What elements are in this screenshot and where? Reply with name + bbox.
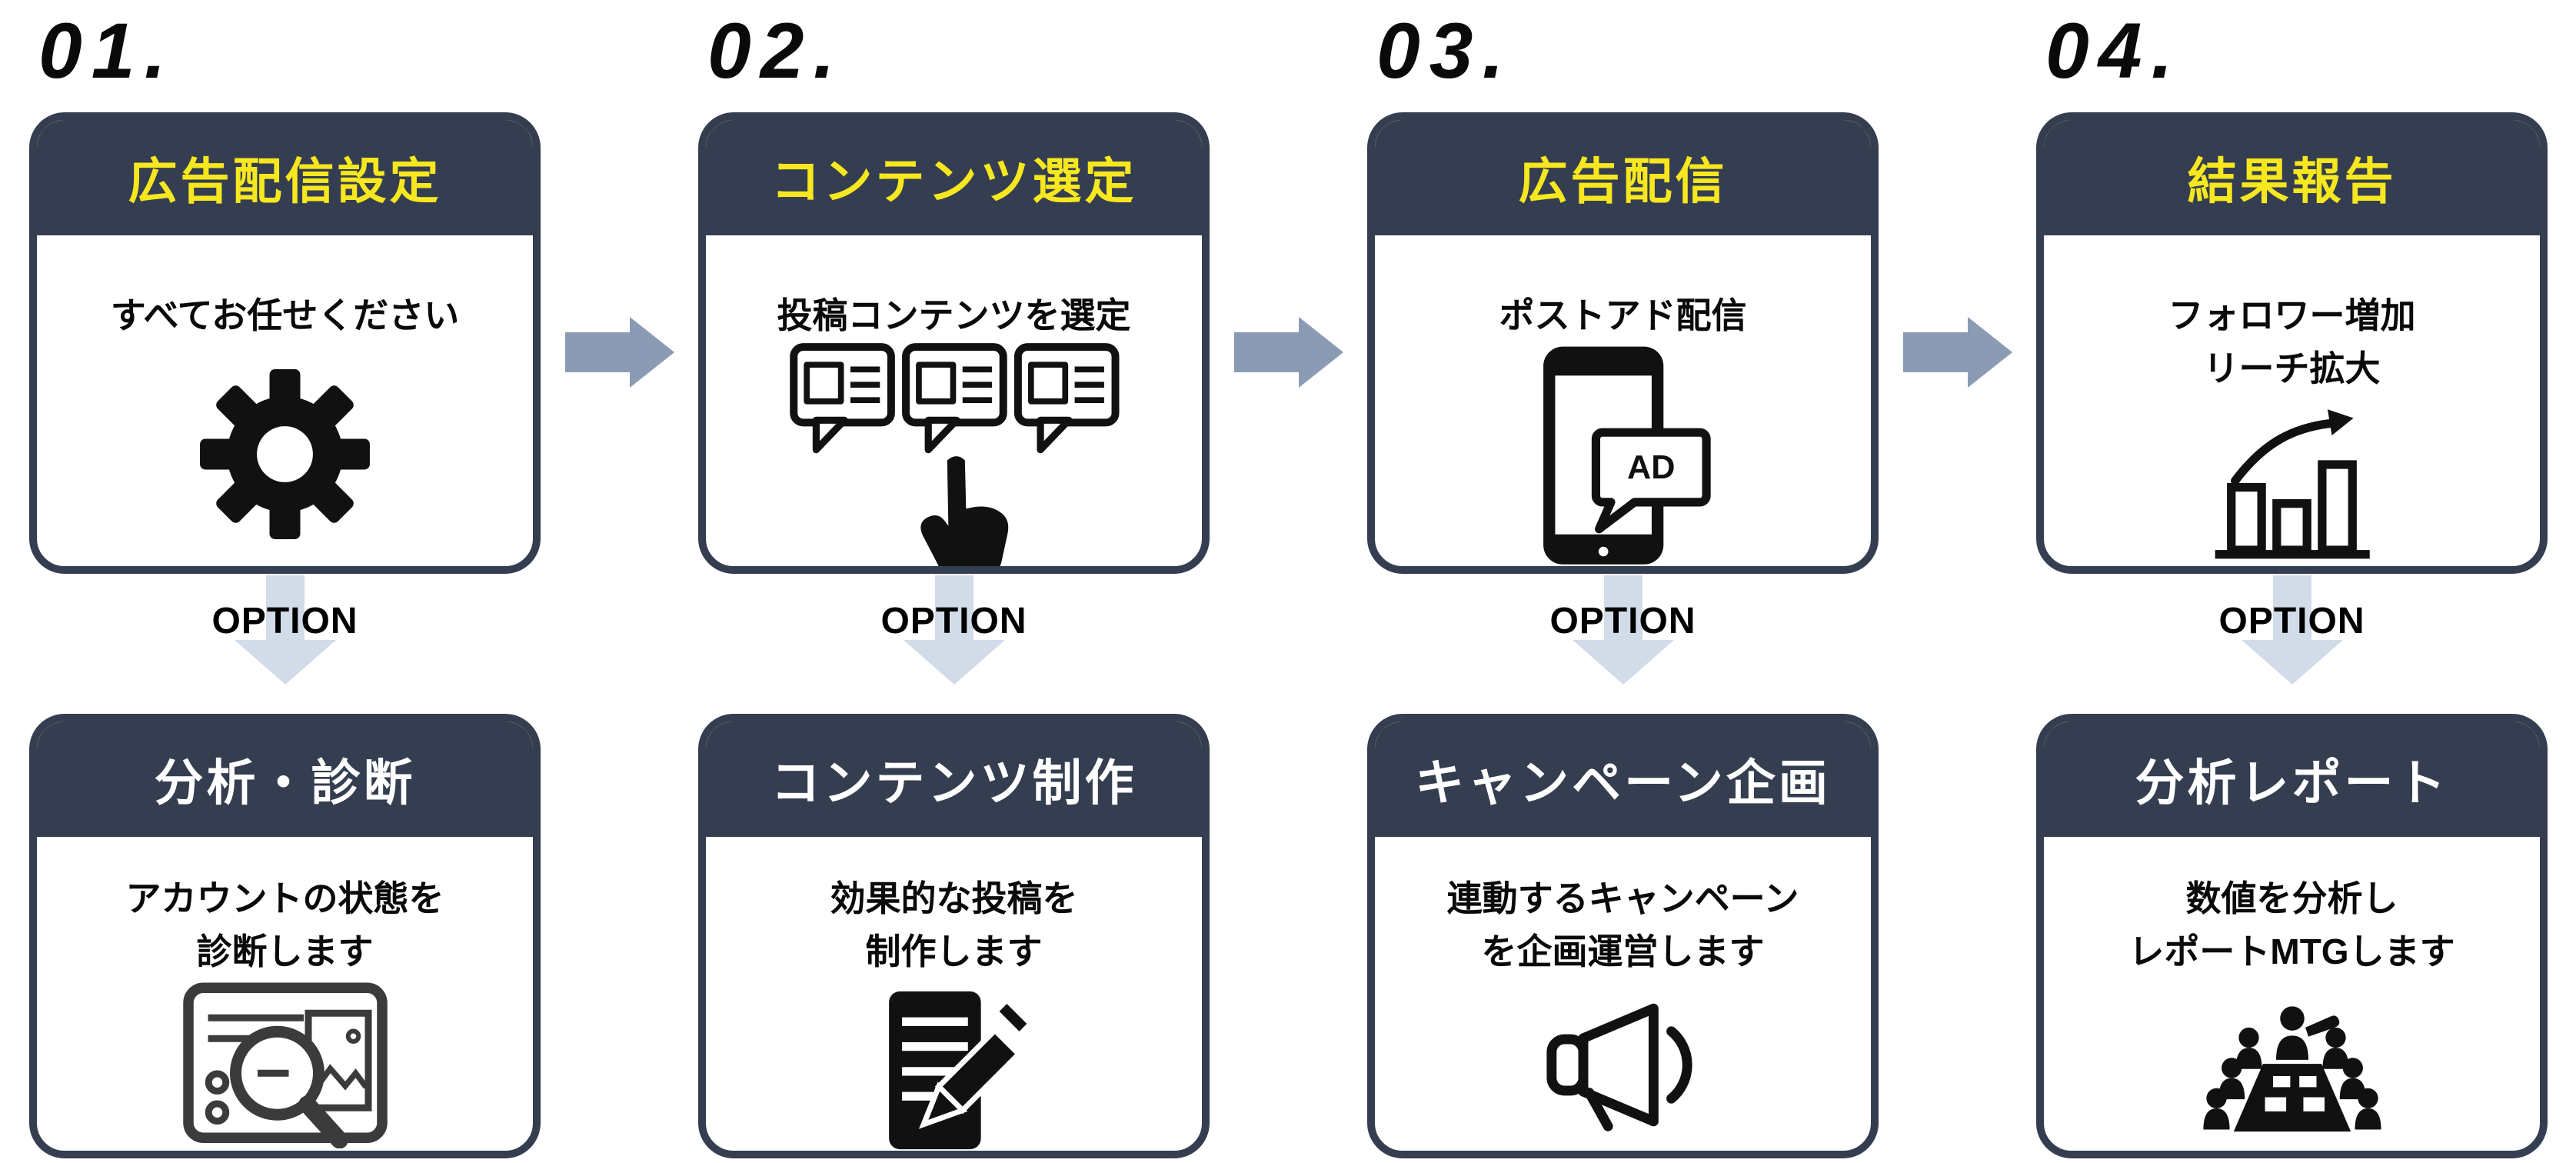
step-3-main-card: 広告配信 ポストアド配信 AD — [1367, 112, 1879, 574]
flow-arrow-2-icon — [1233, 317, 1343, 388]
down-arrow-icon — [1572, 575, 1674, 685]
step-4-number: 04. — [2045, 7, 2182, 95]
flow-arrow-1-icon — [564, 317, 674, 388]
document-pencil-icon — [889, 991, 1035, 1150]
step-2-main-card: コンテンツ選定 投稿コンテンツを選定 — [698, 112, 1210, 574]
step-3-number: 03. — [1376, 7, 1513, 95]
step-2-option-description: 効果的な投稿を 制作します — [830, 878, 1078, 971]
down-arrow-icon — [234, 575, 336, 685]
step-4-option-card: 分析レポート 数値を分析し レポートMTGします — [2036, 714, 2548, 1158]
step-1-option-connector: OPTION — [29, 574, 541, 714]
option-label: OPTION — [880, 601, 1027, 641]
step-1-main-description: すべてお任せください — [110, 295, 460, 335]
growth-chart-icon — [2215, 409, 2370, 559]
step-4-main-title: 結果報告 — [2044, 120, 2540, 235]
step-2-number: 02. — [707, 7, 844, 95]
meeting-icon — [2202, 1005, 2381, 1131]
step-4-column: 04. 結果報告 フォロワー増加 リーチ拡大 — [2036, 11, 2548, 1158]
step-3-main-title: 広告配信 — [1375, 120, 1871, 235]
down-arrow-icon — [2241, 575, 2343, 685]
step-4-option-connector: OPTION — [2036, 574, 2548, 714]
hand-pointer-icon — [920, 456, 1008, 566]
down-arrow-icon — [903, 575, 1005, 685]
step-4-main-description: フォロワー増加 リーチ拡大 — [2168, 295, 2416, 388]
step-2-option-connector: OPTION — [698, 574, 1210, 714]
option-label: OPTION — [2218, 601, 2365, 641]
ad-label: AD — [1627, 449, 1675, 486]
step-4-main-card: 結果報告 フォロワー増加 リーチ拡大 — [2036, 112, 2548, 574]
step-3-option-connector: OPTION — [1367, 574, 1879, 714]
gear-icon — [200, 369, 370, 539]
step-4-option-title: 分析レポート — [2044, 721, 2540, 837]
step-2-main-title: コンテンツ選定 — [706, 120, 1202, 235]
step-1-option-title: 分析・診断 — [37, 721, 533, 837]
step-3-option-description: 連動するキャンペーン を企画運営します — [1446, 878, 1799, 971]
magnifier-card-icon — [182, 982, 388, 1148]
step-1-number: 01. — [38, 7, 175, 95]
step-1-option-card: 分析・診断 アカウントの状態を 診断します — [29, 714, 541, 1158]
flow-arrow-3-icon — [1902, 317, 2012, 388]
speech-bubbles-select-icon — [789, 343, 1120, 566]
step-3-option-title: キャンペーン企画 — [1375, 721, 1871, 837]
option-label: OPTION — [1549, 601, 1696, 641]
step-1-main-title: 広告配信設定 — [37, 120, 533, 235]
phone-ad-icon: AD — [1543, 346, 1711, 565]
step-3-main-description: ポストアド配信 — [1499, 295, 1747, 335]
step-2-main-description: 投稿コンテンツを選定 — [777, 295, 1131, 335]
step-3-option-card: キャンペーン企画 連動するキャンペーン を企画運営します — [1367, 714, 1879, 1158]
step-1-column: 01. 広告配信設定 すべてお任せください — [29, 11, 541, 1158]
step-1-main-card: 広告配信設定 すべてお任せください — [29, 112, 541, 574]
step-2-option-card: コンテンツ制作 効果的な投稿を 制作します — [698, 714, 1210, 1158]
megaphone-icon — [1546, 1003, 1692, 1131]
option-label: OPTION — [211, 601, 358, 641]
step-3-column: 03. 広告配信 ポストアド配信 AD OPTION — [1367, 11, 1879, 1158]
step-2-column: 02. コンテンツ選定 投稿コンテンツを選定 — [698, 11, 1210, 1158]
step-2-option-title: コンテンツ制作 — [706, 721, 1202, 837]
step-1-option-description: アカウントの状態を 診断します — [125, 878, 444, 971]
step-4-option-description: 数値を分析し レポートMTGします — [2128, 878, 2455, 971]
